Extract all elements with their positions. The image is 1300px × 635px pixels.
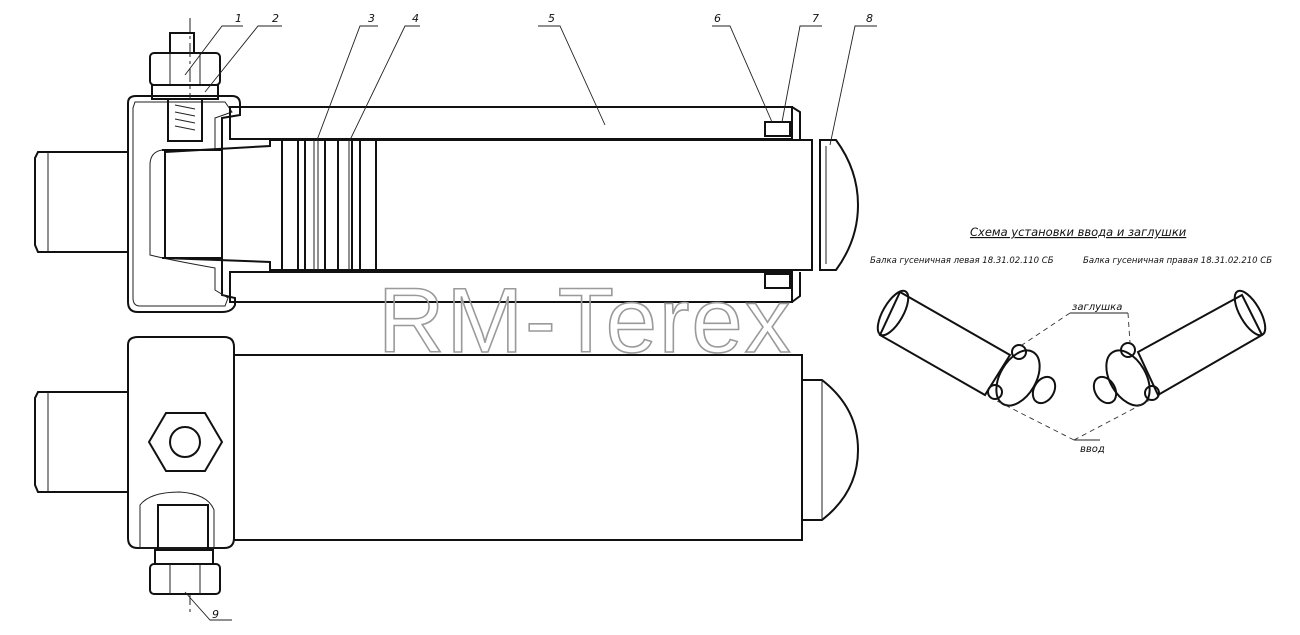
callout-3: 3: [368, 12, 375, 25]
callout-numbers: 1 2 3 4 5 6 7 8 9: [212, 12, 873, 621]
callout-9: 9: [212, 608, 219, 621]
plug-label: заглушка: [1072, 302, 1122, 313]
right-beam: [1092, 289, 1267, 407]
hex-nut: [147, 412, 224, 472]
callout-8: 8: [866, 12, 873, 25]
end-cap: [819, 139, 860, 271]
external-view: [34, 336, 860, 595]
scheme-title: Схема установки ввода и заглушки: [970, 225, 1187, 239]
seal-top: [764, 121, 791, 137]
inlet-label: ввод: [1080, 444, 1105, 455]
callout-7: 7: [812, 12, 819, 25]
housing-wall-top: [229, 106, 793, 140]
callout-2: 2: [272, 12, 279, 25]
callout-6: 6: [714, 12, 721, 25]
leader-lines: [184, 25, 877, 621]
callout-5: 5: [548, 12, 555, 25]
housing-wall-bottom: [229, 271, 793, 303]
bracket-section: [132, 101, 233, 307]
seal-bottom: [764, 273, 791, 289]
bolt-1-top: [149, 32, 221, 142]
left-beam-label: Балка гусеничная левая 18.31.02.110 СБ: [870, 256, 1054, 266]
right-beam-label: Балка гусеничная правая 18.31.02.210 СБ: [1083, 256, 1272, 266]
watermark-logo: RM-Terex: [378, 270, 793, 372]
left-beam: [876, 289, 1057, 407]
callout-4: 4: [412, 12, 419, 25]
sectional-view: [34, 32, 860, 313]
callout-1: 1: [235, 12, 242, 25]
installation-scheme: Схема установки ввода и заглушки Балка г…: [870, 225, 1272, 455]
